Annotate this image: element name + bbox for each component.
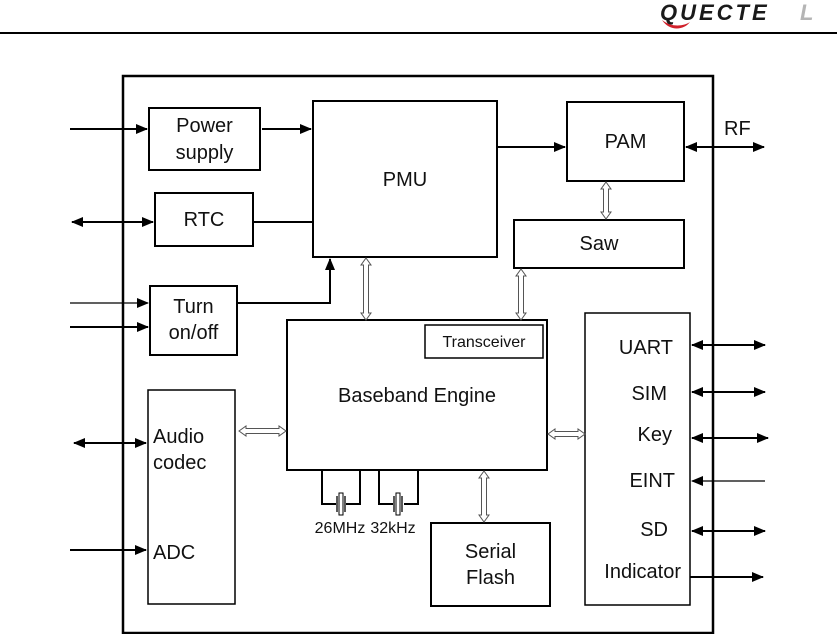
baseband-engine-block: Baseband Engine Transceiver (287, 320, 547, 470)
uart-label: UART (619, 337, 673, 359)
baseband-flash-bus-arrow (479, 471, 489, 522)
key-label: Key (638, 424, 672, 446)
audio-codec-line1: Audio (153, 426, 204, 448)
pmu-baseband-bus-arrow (361, 258, 371, 320)
power-supply-line2: supply (176, 142, 234, 164)
pmu-block: PMU (313, 101, 497, 257)
serial-flash-line2: Flash (466, 567, 515, 589)
crystal-32khz-label: 32kHz (370, 520, 415, 537)
crystal-icon (396, 493, 400, 515)
baseband-io-bus-arrow (548, 429, 585, 439)
crystal-26mhz-label: 26MHz (315, 520, 366, 537)
eint-label: EINT (629, 470, 675, 492)
power-supply-line1: Power (176, 115, 233, 137)
peripheral-io-block: UART SIM Key EINT SD Indicator (585, 313, 690, 605)
crystal-32khz: 32kHz (370, 470, 418, 537)
saw-transceiver-bus-arrow (516, 269, 526, 320)
header: QUECTE L (0, 0, 837, 33)
logo-text-tail: L (800, 0, 816, 25)
pmu-label: PMU (383, 169, 427, 191)
saw-block: Saw (514, 220, 684, 268)
rf-label: RF (724, 118, 751, 140)
crystal-26mhz: 26MHz (315, 470, 366, 537)
pam-saw-bus-arrow (601, 182, 611, 219)
transceiver-label: Transceiver (443, 334, 527, 351)
pam-label: PAM (605, 131, 647, 153)
sim-label: SIM (631, 383, 667, 405)
crystal-icon (339, 493, 343, 515)
turn-on-off-line2: on/off (169, 322, 219, 344)
adc-label: ADC (153, 542, 195, 564)
rtc-label: RTC (184, 209, 225, 231)
audio-codec-line2: codec (153, 452, 206, 474)
audio-codec-block: Audio codec ADC (148, 390, 235, 604)
turn-on-to-pmu-arrow (237, 259, 330, 303)
audio-baseband-bus-arrow (239, 426, 286, 436)
quectel-logo: QUECTE L (660, 0, 816, 29)
power-supply-block: Power supply (149, 108, 260, 170)
turn-on-off-line1: Turn (173, 296, 213, 318)
rtc-block: RTC (155, 193, 253, 246)
turn-on-off-block: Turn on/off (150, 286, 237, 355)
logo-text-main: QUECTE (660, 0, 770, 25)
serial-flash-block: Serial Flash (431, 523, 550, 606)
pam-block: PAM (567, 102, 684, 181)
baseband-engine-label: Baseband Engine (338, 385, 496, 407)
saw-label: Saw (580, 233, 619, 255)
serial-flash-line1: Serial (465, 541, 516, 563)
sd-label: SD (640, 519, 668, 541)
indicator-label: Indicator (604, 561, 681, 583)
